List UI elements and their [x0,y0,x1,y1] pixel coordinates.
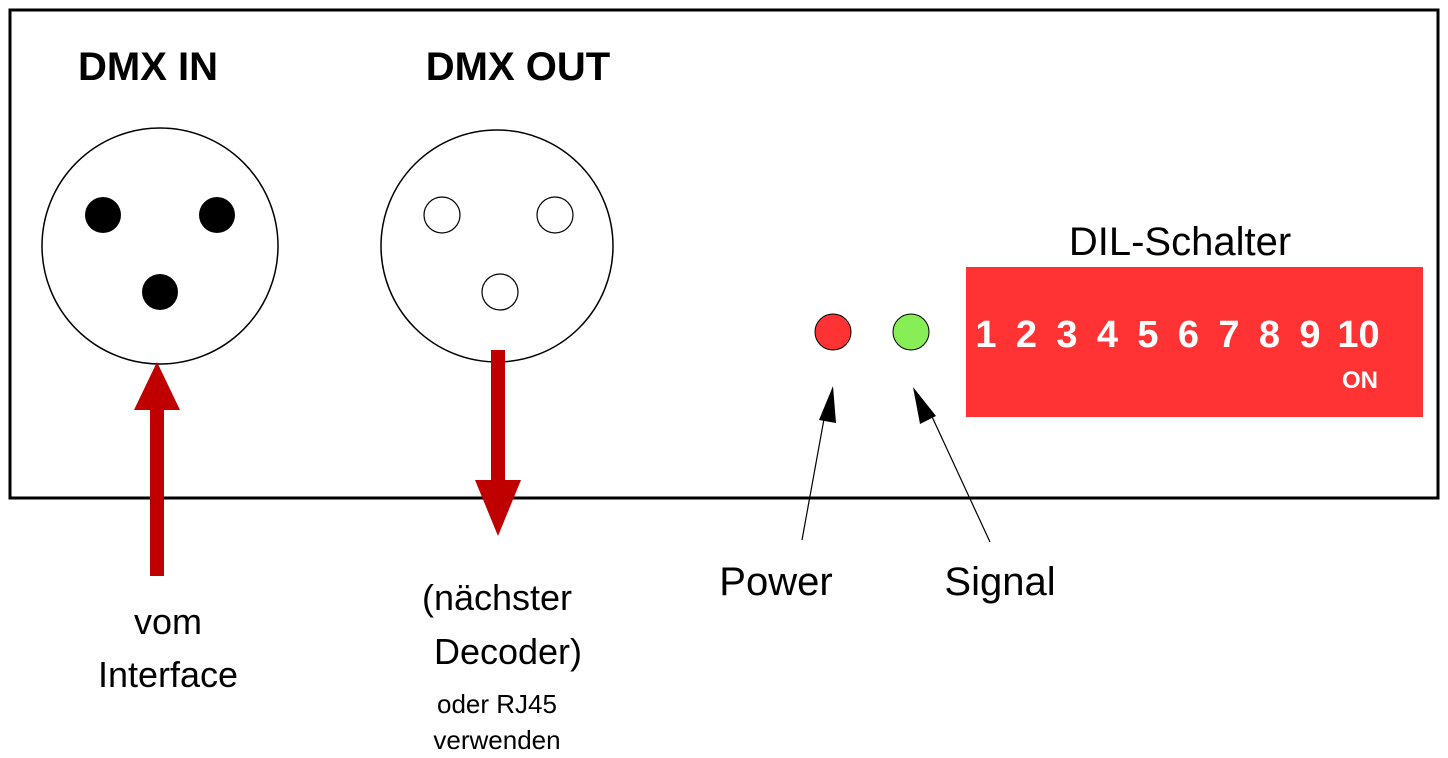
dmx-out-arrow-shaft [491,350,505,482]
dmx-in-caption-line-1: vom [134,601,202,642]
dil-switch-number-10: 10 [1337,314,1379,356]
dmx-out-caption-line-2: Decoder) [434,631,582,672]
dmx-out-note-line-2: verwenden [433,725,560,755]
dmx-out-pin-3 [481,273,519,311]
dmx-out-pin-1 [423,196,461,234]
dmx-in-arrow [134,362,180,576]
dmx-out-arrow-head [475,480,521,536]
dil-switch-number-8: 8 [1259,314,1280,356]
signal-led [892,313,930,351]
dmx-out-arrow [475,350,521,536]
dil-switch-number-5: 5 [1137,314,1158,356]
dil-switch-number-7: 7 [1218,314,1239,356]
dil-switch-number-6: 6 [1178,314,1199,356]
dmx-out-title: DMX OUT [426,45,610,89]
dil-switch-number-1: 1 [975,314,996,356]
dmx-in-pin-3 [142,274,178,310]
dmx-in-socket [41,127,279,365]
dmx-out-note-line-1: oder RJ45 [437,689,557,719]
power-label: Power [719,560,832,604]
dil-switch-number-4: 4 [1097,314,1118,356]
dmx-in-pin-2 [199,197,235,233]
dmx-in-pin-1 [85,197,121,233]
dmx-out-pin-2 [536,196,574,234]
dmx-in-caption-line-2: Interface [98,654,238,695]
dil-switch-title: DIL-Schalter [1069,220,1291,264]
signal-pointer-line [927,407,991,543]
dmx-in-connector [41,127,279,365]
dmx-in-arrow-head [134,362,180,410]
power-pointer-line [801,407,827,541]
power-pointer [801,386,836,541]
dmx-out-connector [380,129,614,363]
power-pointer-head [819,386,836,423]
signal-pointer [913,387,991,543]
dmx-in-title: DMX IN [78,45,218,89]
dil-switch-number-9: 9 [1299,314,1320,356]
dil-switch-number-3: 3 [1056,314,1077,356]
dmx-out-socket [380,129,614,363]
signal-pointer-head [913,387,936,424]
dil-switch-number-2: 2 [1016,314,1037,356]
power-led [814,313,852,351]
dil-switch-on-label: ON [1342,367,1378,394]
signal-label: Signal [944,560,1055,604]
dil-switch-body [966,267,1423,417]
dmx-out-caption-line-1: (nächster [422,577,572,618]
dmx-in-arrow-shaft [150,408,164,576]
